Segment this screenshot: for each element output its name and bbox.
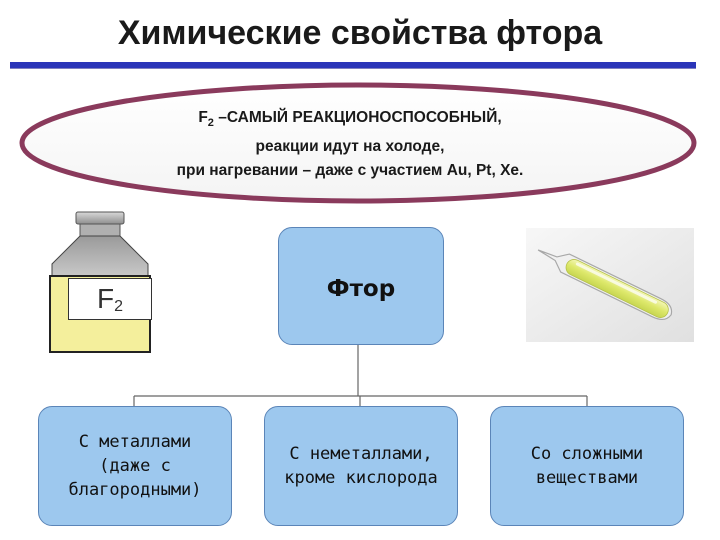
title-underline <box>10 62 696 69</box>
callout-line-3: при нагревании – даже с участием Au, Pt,… <box>176 162 524 180</box>
root-node-fluorine: Фтор <box>278 227 444 345</box>
ampoule-icon <box>526 228 694 342</box>
child-node-nonmetals: С неметаллами, кроме кислорода <box>264 406 458 526</box>
child-node-metals: С металлами (даже с благородными) <box>38 406 232 526</box>
child-node-compounds: Со сложными веществами <box>490 406 684 526</box>
callout-line-2: реакции идут на холоде, <box>255 138 445 156</box>
page-title: Химические свойства фтора <box>117 14 603 52</box>
callout-line-1: F2 –САМЫЙ РЕАКЦИОНОСПОСОБНЫЙ, <box>198 109 502 130</box>
callout-ellipse <box>19 82 697 204</box>
callout-text: F2 –САМЫЙ РЕАКЦИОНОСПОСОБНЫЙ, реакции ид… <box>70 106 630 183</box>
